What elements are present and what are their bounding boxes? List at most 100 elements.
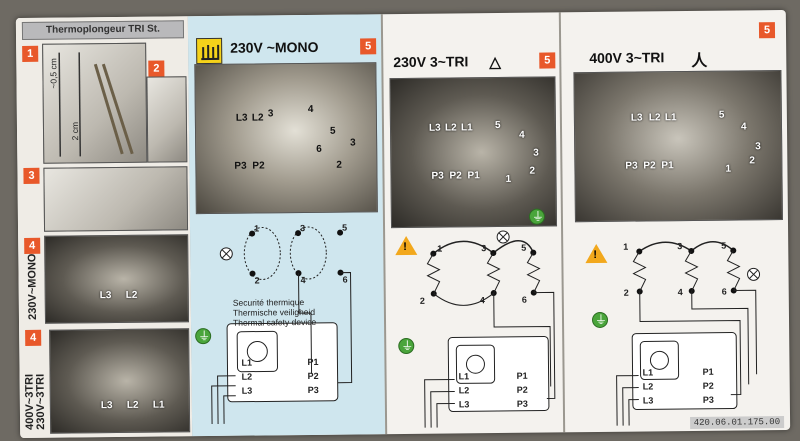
node-label: 4 — [678, 287, 683, 297]
reference-number: 420.06.01.175.00 — [689, 416, 785, 430]
node-label: 5 — [342, 223, 347, 233]
terminal-label: P3 — [431, 170, 444, 182]
terminal-label: L3 — [630, 112, 643, 124]
column-title: 230V 3~TRI — [393, 53, 469, 71]
terminal-label: 1 — [725, 163, 732, 175]
terminal-label: 5 — [718, 109, 725, 121]
terminal-label: L1 — [460, 122, 473, 134]
step-4-photo-mono: L3 L2 — [44, 234, 190, 324]
terminal-label: 5 — [329, 125, 336, 137]
terminal-label: 3 — [533, 147, 539, 159]
box-label: P1 — [703, 367, 714, 377]
node-label: 3 — [481, 243, 486, 253]
column-230v-mono: 230V ~MONO 5 L3 L2 3 4 5 6 3 2 P3 P2 — [187, 14, 386, 437]
node-label: 5 — [521, 243, 526, 253]
step-3-photo — [43, 166, 189, 232]
terminal-label: 5 — [494, 119, 501, 132]
terminal-label: 4 — [519, 129, 525, 141]
label-mono: 230V~MONO — [26, 253, 39, 320]
earth-icon — [591, 311, 609, 329]
terminal-label: L3 — [235, 112, 248, 124]
node-label: 1 — [437, 244, 442, 254]
box-label: P1 — [517, 371, 528, 381]
node-label: 3 — [677, 241, 682, 251]
step-1-photo: ~0,5 cm 2 cm — [42, 42, 148, 164]
node-label: 1 — [254, 224, 259, 234]
step-number: 1 — [22, 45, 39, 62]
step-number: 5 — [360, 38, 377, 55]
terminal-label: L3 — [100, 400, 113, 412]
step-number: 3 — [23, 167, 40, 184]
step-4-photo-tri: L3 L2 L1 — [49, 328, 191, 434]
column-title: 400V 3~TRI — [589, 49, 665, 67]
box-label: P3 — [703, 395, 714, 405]
earth-icon — [398, 337, 415, 355]
terminal-label: L1 — [664, 112, 677, 124]
terminal-label: L2 — [251, 112, 264, 124]
terminal-label: 4 — [307, 103, 314, 115]
earth-icon — [528, 208, 546, 225]
node-label: 2 — [624, 288, 629, 298]
step-2-photo — [146, 76, 188, 163]
step-number: 5 — [758, 22, 776, 39]
terminal-label: L3 — [428, 122, 441, 134]
box-label: L3 — [459, 399, 470, 409]
terminal-label: 6 — [316, 143, 322, 155]
terminal-label: 3 — [350, 137, 356, 149]
step-number: 5 — [539, 52, 556, 69]
heater-icon — [196, 37, 223, 65]
terminal-label: L2 — [126, 399, 139, 411]
earth-icon — [195, 328, 212, 345]
terminal-label: 2 — [749, 155, 755, 167]
step-number: 2 — [148, 60, 165, 77]
box-label: P3 — [308, 385, 319, 395]
box-label: L2 — [459, 385, 470, 395]
box-label: L3 — [643, 395, 654, 405]
wiring-photo: L3 L2 L1 5 4 3 P3 P2 P1 1 2 — [389, 76, 558, 229]
terminal-label: 2 — [529, 165, 536, 177]
box-label: P2 — [703, 381, 714, 391]
terminal-label: 3 — [755, 141, 761, 153]
step-number: 4 — [24, 237, 41, 254]
box-label: L1 — [241, 358, 252, 368]
node-label: 3 — [300, 223, 305, 233]
box-label: L1 — [643, 367, 654, 377]
delta-wiring-diagram: 1 3 5 2 4 6 L1 L2 L3 P1 P2 P3 — [420, 230, 556, 428]
wiring-photo: L3 L2 L1 5 4 3 P3 P2 P1 1 2 — [573, 70, 783, 223]
terminal-label: L2 — [648, 112, 661, 124]
thermal-label-en: Thermal safety device — [232, 316, 317, 328]
node-label: 6 — [722, 287, 727, 297]
box-label: P1 — [307, 357, 318, 367]
box-label: L1 — [459, 371, 470, 381]
star-symbol: 人 — [691, 52, 708, 70]
node-label: 1 — [623, 242, 628, 252]
terminal-label: L1 — [152, 399, 165, 411]
node-label: 4 — [480, 295, 485, 305]
terminal-label: L3 — [99, 290, 112, 302]
terminal-label: P2 — [252, 160, 265, 172]
box-label: L2 — [643, 381, 654, 391]
box-label: L2 — [242, 372, 253, 382]
terminal-label: P3 — [625, 160, 638, 172]
terminal-label: P1 — [661, 160, 674, 172]
wiring-photo: L3 L2 3 4 5 6 3 2 P3 P2 — [194, 62, 378, 215]
terminal-label: P2 — [449, 170, 462, 182]
terminal-label: P3 — [234, 160, 247, 172]
node-label: 2 — [255, 276, 260, 286]
terminal-label: 4 — [740, 121, 747, 133]
column-400v-tri: 400V 3~TRI 人 5 L3 L2 L1 5 4 3 P3 P2 P1 1… — [559, 10, 790, 432]
step-number: 4 — [25, 329, 42, 346]
node-label: 4 — [301, 275, 306, 285]
terminal-label: 2 — [336, 159, 343, 171]
star-wiring-diagram: 1 3 5 2 4 6 L1 L2 L3 P1 P2 P3 — [616, 241, 761, 426]
box-label: P3 — [517, 399, 528, 409]
instruction-sheet: Thermoplongeur TRI St. 1 ~0,5 cm 2 cm 2 … — [15, 9, 791, 439]
terminal-label: 3 — [267, 108, 274, 120]
box-label: P2 — [517, 385, 528, 395]
terminal-label: L2 — [444, 122, 457, 134]
box-label: L3 — [242, 386, 253, 396]
node-label: 6 — [522, 295, 527, 305]
measure-a: ~0,5 cm — [48, 58, 59, 89]
delta-symbol: △ — [489, 53, 501, 72]
terminal-label: P1 — [467, 170, 480, 182]
